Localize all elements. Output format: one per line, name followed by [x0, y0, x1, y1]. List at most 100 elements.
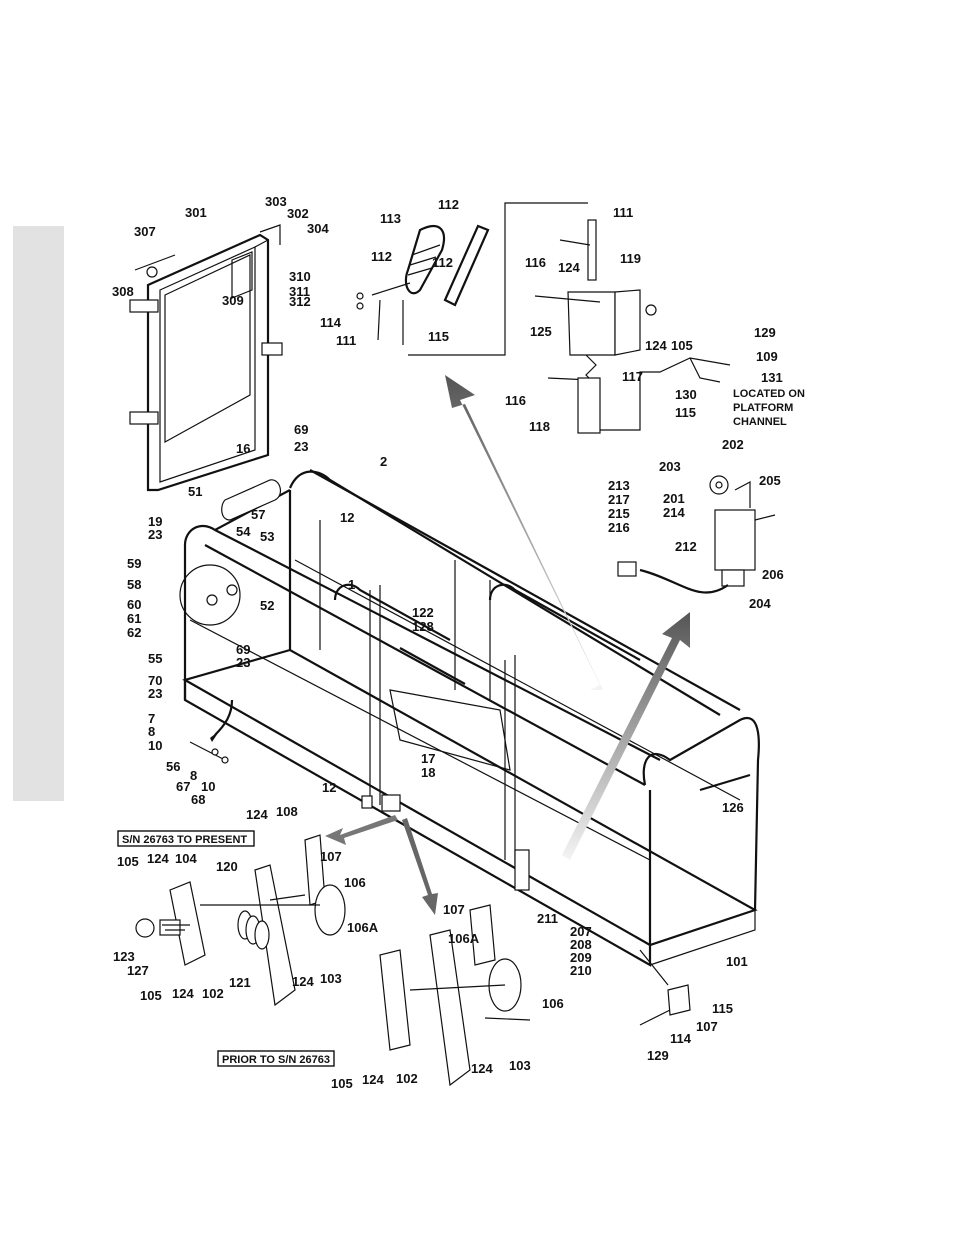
part-number-label: 23: [148, 527, 162, 542]
part-number-label: 115: [712, 1001, 733, 1016]
part-number-label: 114: [320, 315, 342, 330]
part-number-label: 201: [663, 491, 685, 506]
part-number-label: 117: [622, 369, 643, 384]
part-number-label: 123: [113, 949, 135, 964]
part-number-label: 104: [175, 851, 197, 866]
part-number-label: 124: [645, 338, 667, 353]
part-number-label: PLATFORM: [733, 402, 793, 414]
part-number-label: 53: [260, 529, 274, 544]
part-number-label: 124: [292, 974, 314, 989]
part-number-label: 211: [537, 911, 558, 926]
part-number-label: 124: [172, 986, 194, 1001]
part-number-label: 129: [754, 325, 776, 340]
part-number-label: 217: [608, 492, 630, 507]
part-number-label: 125: [530, 324, 552, 339]
part-number-label: 70: [148, 673, 162, 688]
part-number-label: 105: [117, 854, 139, 869]
part-number-label: 23: [236, 655, 250, 670]
part-number-label: 127: [127, 963, 149, 978]
part-number-label: 51: [188, 484, 202, 499]
part-number-label: 106: [344, 875, 366, 890]
part-number-label: 115: [675, 405, 696, 420]
part-number-label: 122: [412, 605, 434, 620]
part-number-label: 101: [726, 954, 748, 969]
door-assembly: [129, 224, 283, 492]
part-number-label: 8: [190, 768, 197, 783]
part-number-label: 16: [236, 441, 250, 456]
part-number-label: 216: [608, 520, 630, 535]
part-number-label: 54: [236, 524, 251, 539]
part-number-label: 124: [147, 851, 169, 866]
platform-basket: [179, 469, 760, 967]
part-number-label: 52: [260, 598, 274, 613]
part-number-label: 107: [443, 902, 465, 917]
part-number-label: 107: [320, 849, 342, 864]
part-number-label: 111: [613, 205, 633, 220]
part-number-label: 105: [140, 988, 162, 1003]
part-number-label: 124: [362, 1072, 384, 1087]
part-number-label: 119: [620, 251, 641, 266]
part-number-label: 10: [201, 779, 215, 794]
part-number-label: 106A: [448, 931, 480, 946]
part-number-label: 57: [251, 507, 265, 522]
part-number-label: 116: [525, 255, 546, 270]
part-number-label: 114: [670, 1031, 692, 1046]
part-number-label: 124: [471, 1061, 493, 1076]
serial-range-label: PRIOR TO S/N 26763: [222, 1054, 330, 1066]
part-number-label: 111: [336, 333, 356, 348]
part-number-label: 121: [229, 975, 251, 990]
part-number-label: 18: [421, 765, 435, 780]
bracket-detail: [639, 949, 691, 1026]
part-number-label: 215: [608, 506, 630, 521]
part-number-label: 2: [380, 454, 387, 469]
part-number-label: 12: [322, 780, 336, 795]
part-number-label: 106A: [347, 920, 379, 935]
part-number-label: 212: [675, 539, 697, 554]
serial-boxes: [117, 830, 335, 1067]
part-number-label: 207: [570, 924, 592, 939]
part-number-label: 109: [756, 349, 778, 364]
part-number-label: 23: [294, 439, 308, 454]
part-number-label: 112: [371, 249, 392, 264]
part-number-label: 106: [542, 996, 564, 1011]
part-number-label: 214: [663, 505, 685, 520]
serial-range-label: S/N 26763 TO PRESENT: [122, 834, 247, 846]
part-number-label: 208: [570, 937, 592, 952]
part-number-label: 105: [671, 338, 693, 353]
bumper-new: [135, 834, 346, 1007]
part-number-label: 115: [428, 329, 449, 344]
part-number-label: 105: [331, 1076, 353, 1091]
part-number-label: 204: [749, 596, 771, 611]
part-number-label: 124: [246, 807, 268, 822]
part-number-label: 67: [176, 779, 190, 794]
latch-detail: [534, 219, 731, 434]
part-number-label: 202: [722, 437, 744, 452]
part-number-label: 56: [166, 759, 180, 774]
part-number-label: 312: [289, 294, 311, 309]
part-number-label: 304: [307, 221, 329, 236]
part-number-label: 113: [380, 211, 401, 226]
part-number-label: 112: [432, 255, 453, 270]
callout-arrows: [325, 375, 690, 915]
part-number-label: 310: [289, 269, 311, 284]
part-number-label: 10: [148, 738, 162, 753]
part-number-label: 308: [112, 284, 134, 299]
part-number-label: 301: [185, 205, 207, 220]
part-number-label: 128: [412, 619, 434, 634]
part-number-label: 103: [320, 971, 342, 986]
part-number-label: 68: [191, 792, 205, 807]
part-number-label: 108: [276, 804, 298, 819]
part-number-label: 62: [127, 625, 141, 640]
part-number-label: 124: [558, 260, 580, 275]
part-number-label: 120: [216, 859, 238, 874]
part-number-label: 206: [762, 567, 784, 582]
part-number-label: 61: [127, 611, 141, 626]
side-tab: [13, 226, 64, 801]
part-number-label: 69: [294, 422, 308, 437]
part-number-label: 131: [761, 370, 783, 385]
part-number-label: 8: [148, 724, 155, 739]
part-number-label: 213: [608, 478, 630, 493]
part-number-label: 69: [236, 642, 250, 657]
part-number-label: 19: [148, 514, 162, 529]
